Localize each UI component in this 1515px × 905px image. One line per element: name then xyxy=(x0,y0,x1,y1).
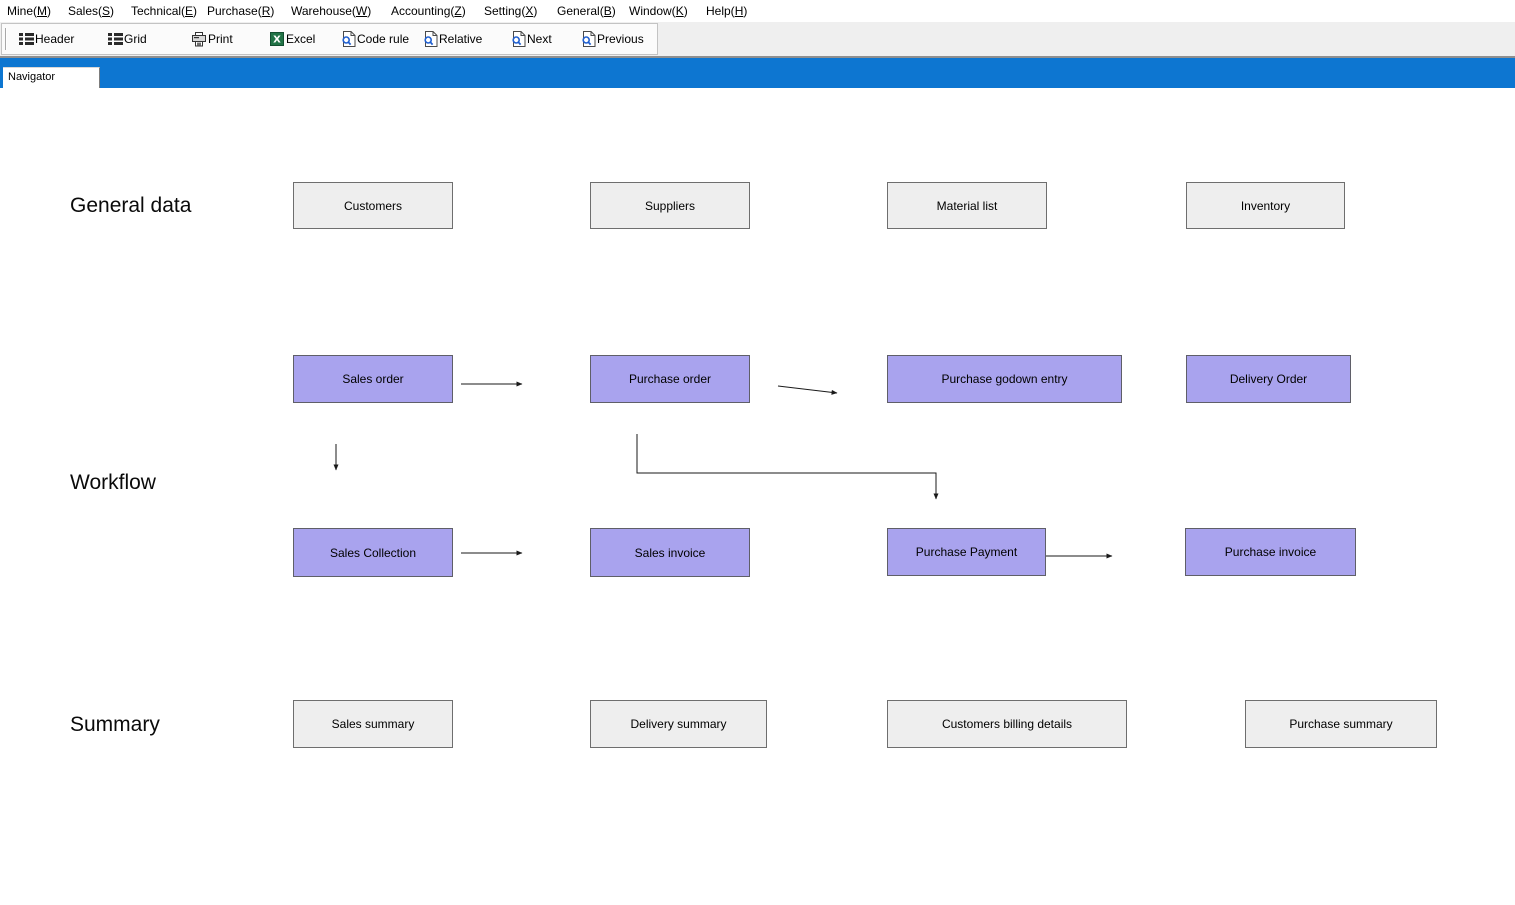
flow-button-delivery-order[interactable]: Delivery Order xyxy=(1186,355,1351,403)
find-doc-icon xyxy=(580,31,596,47)
tab-bar: Navigator xyxy=(0,56,1515,88)
menu-item-mine[interactable]: Mine(M) xyxy=(7,4,52,18)
connector-purchase-order-to-godown-entry xyxy=(777,385,838,395)
flow-button-sales-summary[interactable]: Sales summary xyxy=(293,700,453,748)
menu-item-accounting[interactable]: Accounting(Z) xyxy=(391,4,466,18)
menu-item-warehouse[interactable]: Warehouse(W) xyxy=(291,4,372,18)
toolbar-button-next[interactable]: Next xyxy=(508,24,554,54)
flow-button-purchase-order[interactable]: Purchase order xyxy=(590,355,750,403)
flow-button-purchase-payment[interactable]: Purchase Payment xyxy=(887,528,1046,576)
toolbar-button-relative[interactable]: Relative xyxy=(420,24,484,54)
menu-item-help[interactable]: Help(H) xyxy=(706,4,748,18)
flow-button-purchase-godown-entry[interactable]: Purchase godown entry xyxy=(887,355,1122,403)
menu-item-purchase[interactable]: Purchase(R) xyxy=(207,4,275,18)
toolbar-button-label: Code rule xyxy=(357,32,410,46)
flow-button-delivery-summary[interactable]: Delivery summary xyxy=(590,700,767,748)
connector-purchase-order-to-purchase-payment xyxy=(636,434,939,500)
menu-item-technical[interactable]: Technical(E) xyxy=(131,4,198,18)
tab-bar-top-line xyxy=(0,56,1515,58)
toolbar: Header Grid Print X Excel Code rule Relative Ne… xyxy=(0,22,1515,56)
section-label-general-data: General data xyxy=(70,194,192,217)
flow-button-inventory[interactable]: Inventory xyxy=(1186,182,1345,229)
tab-bar-background xyxy=(0,58,1515,88)
menu-item-sales[interactable]: Sales(S) xyxy=(68,4,115,18)
toolbar-button-previous[interactable]: Previous xyxy=(578,24,646,54)
toolbar-button-label: Excel xyxy=(286,32,316,46)
flow-button-sales-order[interactable]: Sales order xyxy=(293,355,453,403)
menu-item-general[interactable]: General(B) xyxy=(557,4,616,18)
find-doc-icon xyxy=(510,31,526,47)
flow-button-sales-invoice[interactable]: Sales invoice xyxy=(590,528,750,577)
find-doc-icon xyxy=(340,31,356,47)
toolbar-button-label: Previous xyxy=(597,32,644,46)
flow-button-material-list[interactable]: Material list xyxy=(887,182,1047,229)
svg-text:X: X xyxy=(273,35,281,46)
toolbar-gripper xyxy=(5,28,7,50)
toolbar-button-label: Print xyxy=(208,32,233,46)
list-icon xyxy=(18,31,34,47)
section-label-workflow: Workflow xyxy=(70,471,156,494)
menu-item-setting[interactable]: Setting(X) xyxy=(484,4,538,18)
toolbar-panel: Header Grid Print X Excel Code rule Relative Ne… xyxy=(1,23,658,55)
section-label-summary: Summary xyxy=(70,713,160,736)
list-icon xyxy=(107,31,123,47)
flow-button-customers-billing-details[interactable]: Customers billing details xyxy=(887,700,1127,748)
toolbar-button-label: Relative xyxy=(439,32,483,46)
toolbar-button-excel[interactable]: X Excel xyxy=(267,24,317,54)
tab-navigator[interactable]: Navigator xyxy=(3,67,100,88)
flow-button-customers[interactable]: Customers xyxy=(293,182,453,229)
menu-bar: Mine(M) Sales(S) Technical(E) Purchase(R) Wa… xyxy=(0,0,1515,22)
toolbar-button-label: Header xyxy=(35,32,75,46)
flow-button-suppliers[interactable]: Suppliers xyxy=(590,182,750,229)
printer-icon xyxy=(191,31,207,47)
menu-item-window[interactable]: Window(K) xyxy=(629,4,688,18)
toolbar-button-header[interactable]: Header xyxy=(16,24,76,54)
excel-icon: X xyxy=(269,31,285,47)
toolbar-button-label: Grid xyxy=(124,32,147,46)
find-doc-icon xyxy=(422,31,438,47)
toolbar-button-code-rule[interactable]: Code rule xyxy=(338,24,411,54)
toolbar-button-print[interactable]: Print xyxy=(189,24,235,54)
flow-button-sales-collection[interactable]: Sales Collection xyxy=(293,528,453,577)
tab-navigator-label: Navigator xyxy=(8,71,56,83)
flow-button-purchase-summary[interactable]: Purchase summary xyxy=(1245,700,1437,748)
toolbar-button-label: Next xyxy=(527,32,552,46)
toolbar-button-grid[interactable]: Grid xyxy=(105,24,149,54)
flow-button-purchase-invoice[interactable]: Purchase invoice xyxy=(1185,528,1356,576)
